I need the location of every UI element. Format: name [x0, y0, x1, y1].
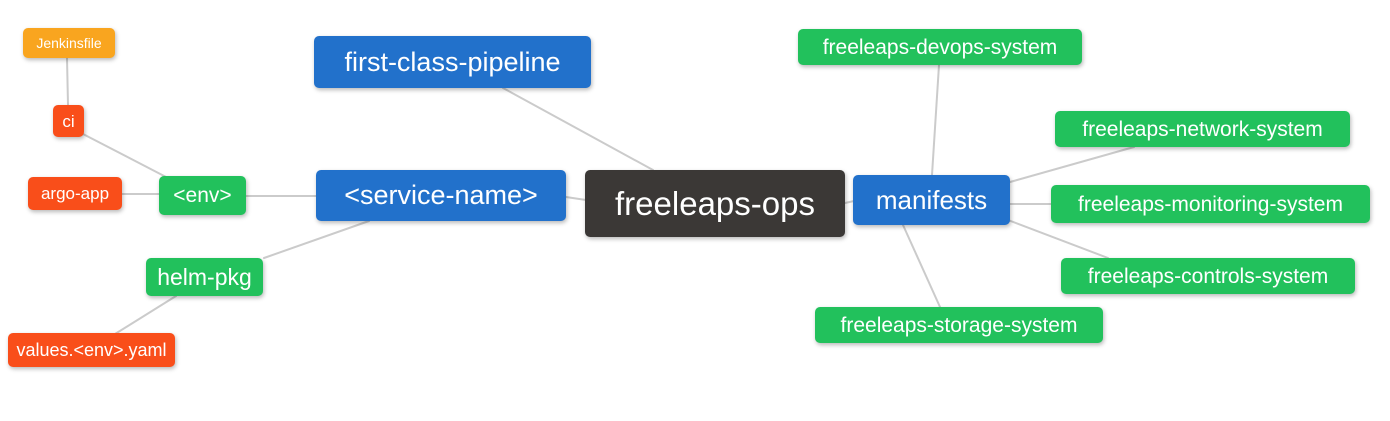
node-jenkinsfile[interactable]: Jenkinsfile: [23, 28, 115, 58]
node-freeleaps-devops-system[interactable]: freeleaps-devops-system: [798, 29, 1082, 65]
node-manifests[interactable]: manifests: [853, 175, 1010, 225]
node-first-class-pipeline[interactable]: first-class-pipeline: [314, 36, 591, 88]
node-service-name[interactable]: <service-name>: [316, 170, 566, 221]
node-ci[interactable]: ci: [53, 105, 84, 137]
edge-helm-pkg-service-name: [263, 220, 370, 259]
node-freeleaps-network-system[interactable]: freeleaps-network-system: [1055, 111, 1350, 147]
edge-manifests-controls: [1007, 219, 1109, 259]
edge-values-helm-pkg: [114, 295, 177, 335]
node-freeleaps-storage-system[interactable]: freeleaps-storage-system: [815, 307, 1103, 343]
edge-ci-env: [82, 133, 169, 179]
node-argo-app[interactable]: argo-app: [28, 177, 122, 210]
edge-jenkinsfile-ci: [66, 57, 69, 106]
node-freeleaps-controls-system[interactable]: freeleaps-controls-system: [1061, 258, 1355, 294]
node-freeleaps-monitoring-system[interactable]: freeleaps-monitoring-system: [1051, 185, 1370, 223]
edge-manifests-devops: [931, 64, 940, 176]
node-freeleaps-ops-root[interactable]: freeleaps-ops: [585, 170, 845, 237]
edge-manifests-storage: [902, 224, 941, 308]
node-values-env-yaml[interactable]: values.<env>.yaml: [8, 333, 175, 367]
node-helm-pkg[interactable]: helm-pkg: [146, 258, 263, 296]
node-env[interactable]: <env>: [159, 176, 246, 215]
edge-manifests-network: [1009, 146, 1135, 183]
edge-pipeline-root: [502, 87, 654, 171]
edge-service-name-root: [565, 196, 587, 201]
